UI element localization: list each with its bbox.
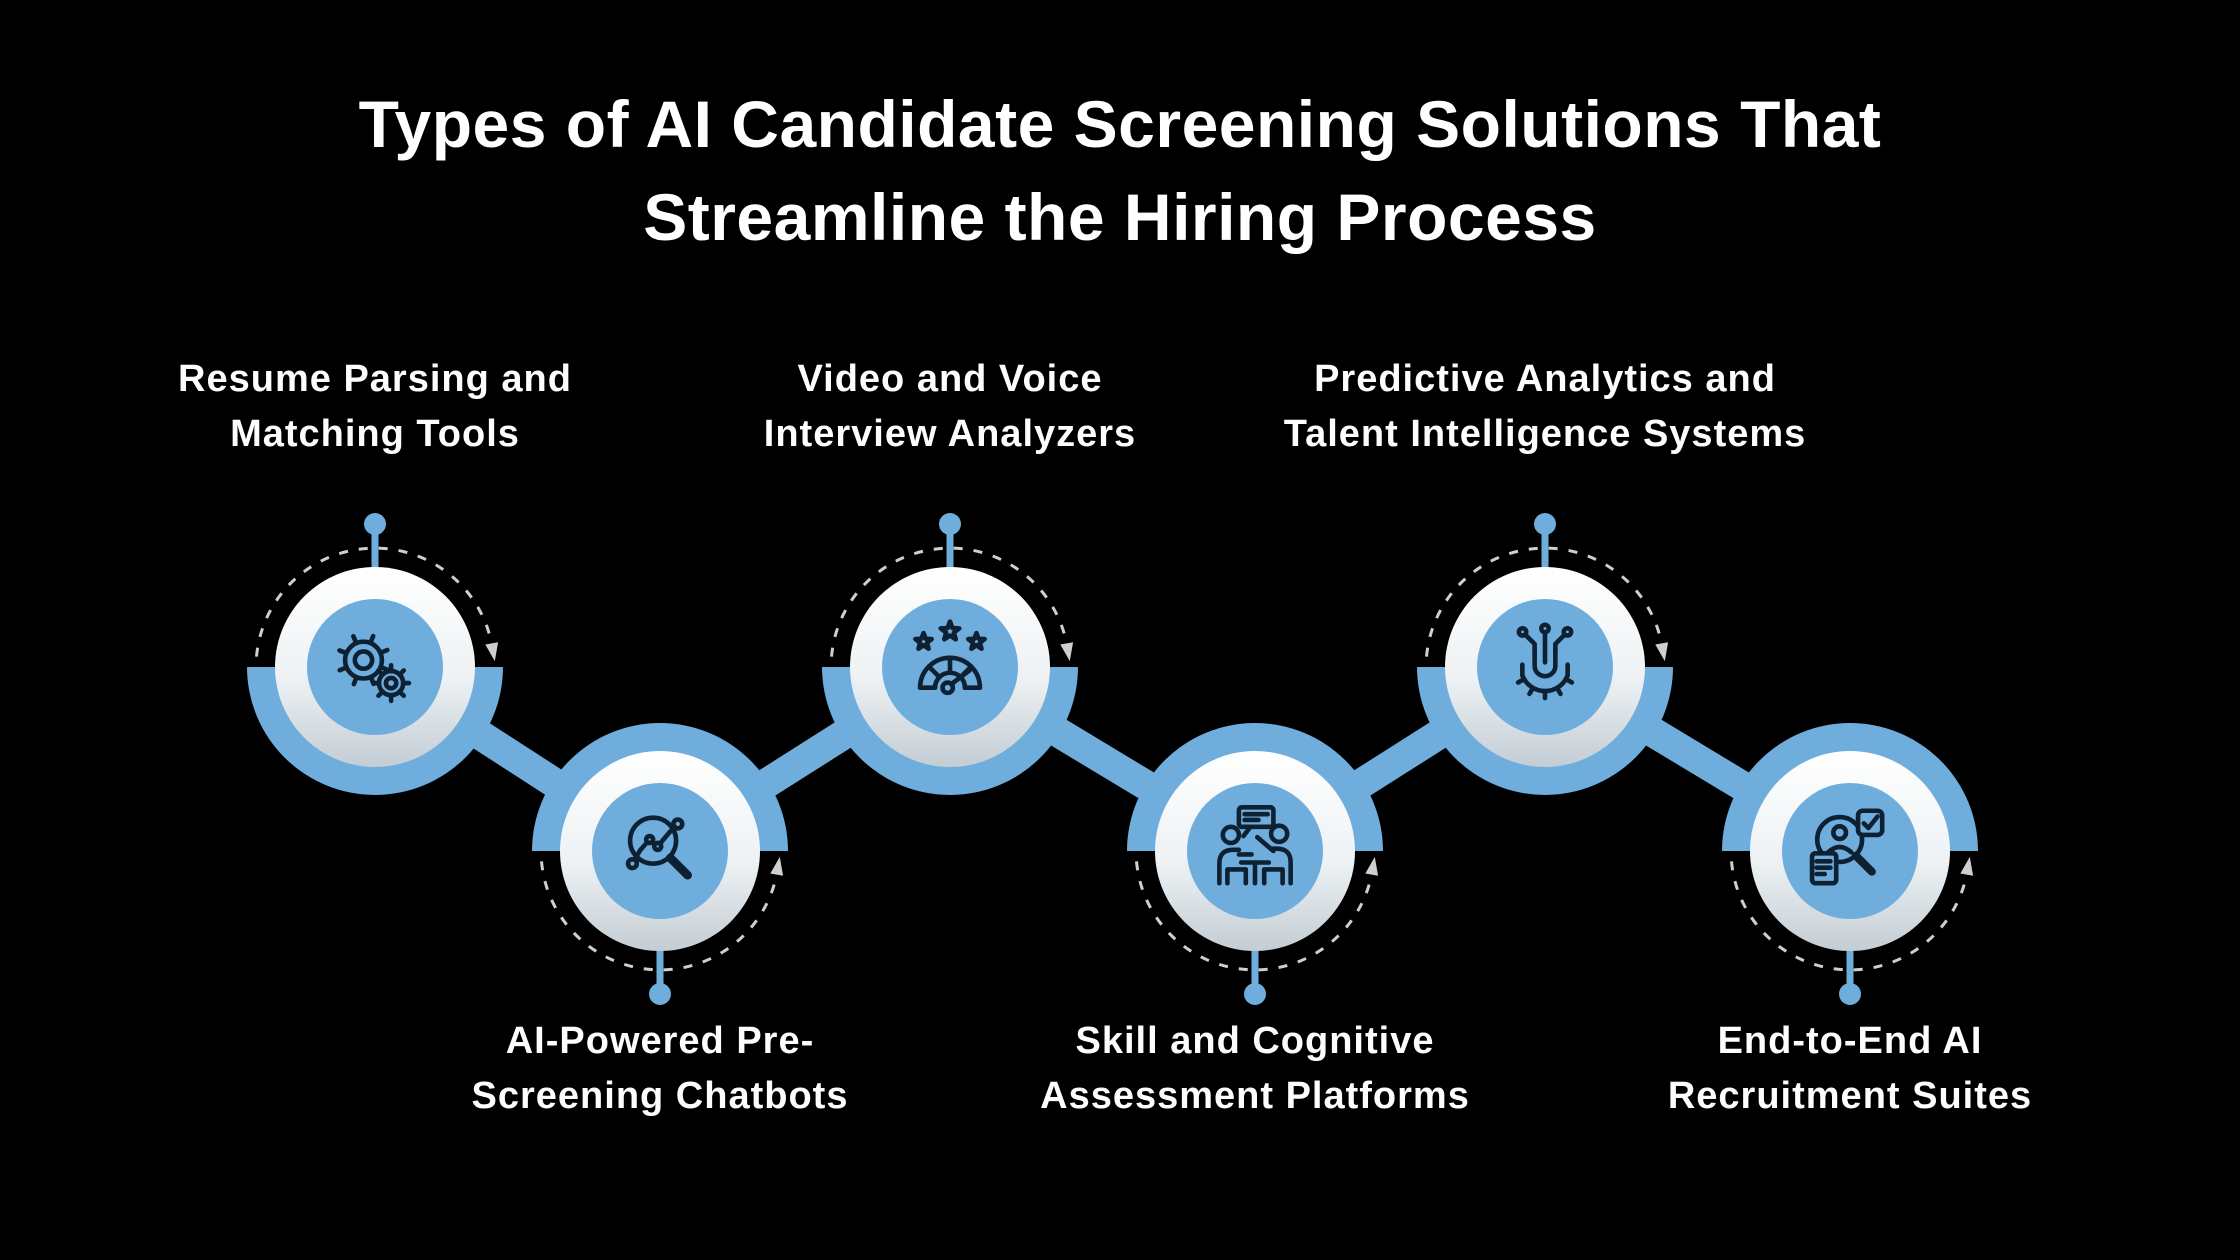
node-dot (1244, 983, 1266, 1005)
arc-arrowhead-icon (1060, 642, 1074, 662)
candidate-check-icon (1809, 808, 1885, 886)
page-title: Types of AI Candidate Screening Solution… (0, 78, 2240, 264)
node-label-recruitment-suites: End-to-End AI Recruitment Suites (1667, 1020, 2033, 1117)
node-dot (939, 513, 961, 535)
arc-arrowhead-icon (770, 856, 784, 876)
page-title-line2: Streamline the Hiring Process (643, 180, 1597, 254)
arc-arrowhead-icon (1655, 642, 1669, 662)
node-dot (649, 983, 671, 1005)
node-inner-disc (307, 599, 443, 735)
arc-arrowhead-icon (1960, 856, 1974, 876)
interview-discussion-icon (1217, 804, 1293, 886)
page-title-line1: Types of AI Candidate Screening Solution… (358, 87, 1882, 161)
node-label-skill-assessment: Skill and Cognitive Assessment Platforms (1040, 1020, 1470, 1117)
node-label-resume-parsing: Resume Parsing and Matching Tools (178, 358, 572, 455)
node-inner-disc (1477, 599, 1613, 735)
node-label-video-voice-analyzers: Video and Voice Interview Analyzers (763, 358, 1137, 455)
node-recruitment-suites (1722, 723, 1978, 1005)
node-dot (1534, 513, 1556, 535)
node-label-predictive-analytics: Predictive Analytics and Talent Intellig… (1283, 358, 1807, 455)
node-label-prescreening-chatbots: AI-Powered Pre- Screening Chatbots (471, 1020, 849, 1117)
gear-circuit-icon (1515, 622, 1575, 701)
node-skill-assessment (1127, 723, 1383, 1005)
search-analytics-icon (625, 815, 692, 880)
node-inner-disc (1187, 783, 1323, 919)
node-resume-parsing (247, 513, 503, 795)
node-prescreening-chatbots (532, 723, 788, 1005)
gauge-stars-icon (913, 619, 987, 696)
arc-arrowhead-icon (1365, 856, 1379, 876)
gears-icon (337, 633, 412, 704)
node-video-voice-analyzers (822, 513, 1078, 795)
node-predictive-analytics (1417, 513, 1673, 795)
node-dot (364, 513, 386, 535)
arc-arrowhead-icon (485, 642, 499, 662)
node-dot (1839, 983, 1861, 1005)
